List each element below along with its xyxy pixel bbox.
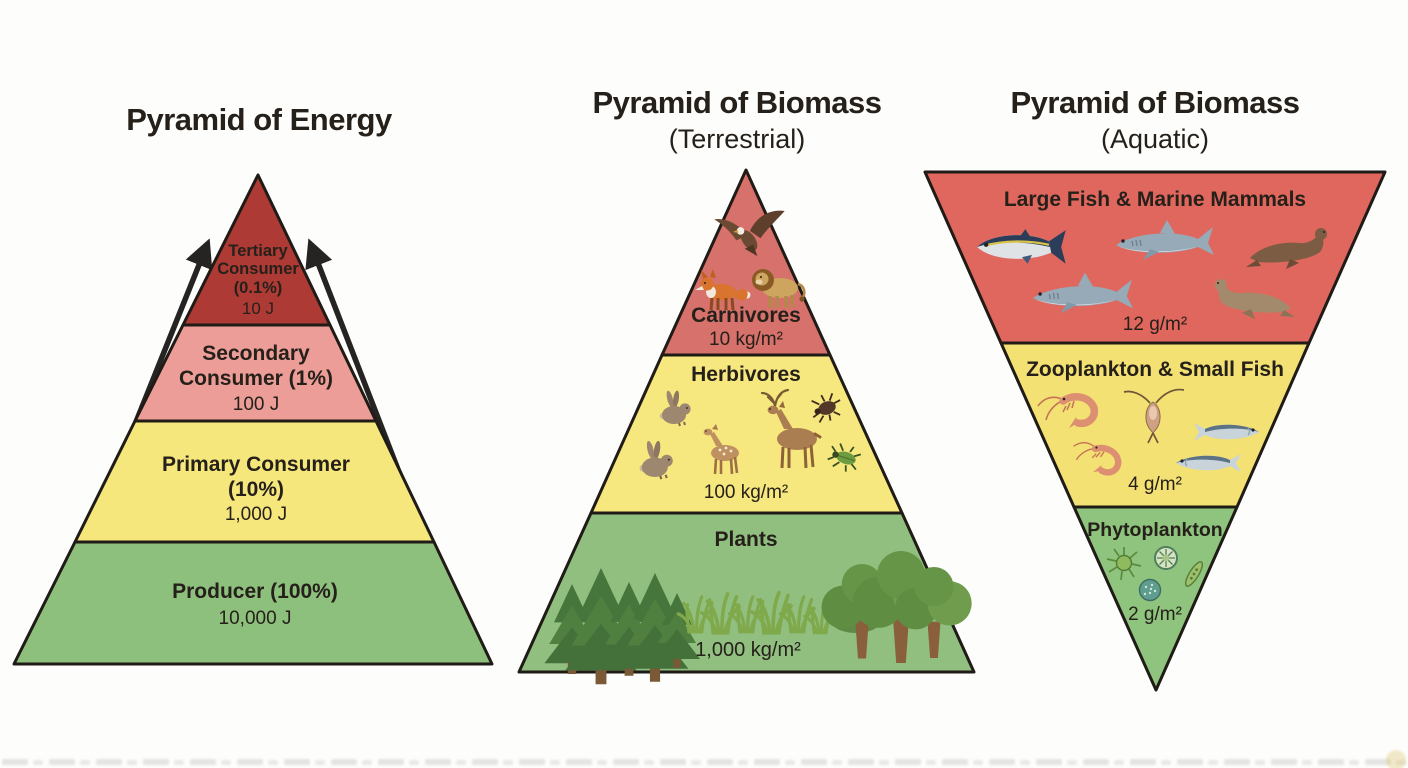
tier-value: 2 g/m² xyxy=(1128,604,1182,625)
pyramid-aquatic-title: Pyramid of Biomass xyxy=(1010,85,1299,120)
tier-value: 100 J xyxy=(233,394,279,415)
pyramid-energy-title: Pyramid of Energy xyxy=(126,102,393,137)
tier-label: Tertiary xyxy=(228,242,288,260)
tier-value: 4 g/m² xyxy=(1128,474,1182,495)
tier-label: Consumer xyxy=(217,260,299,278)
tier-value: 100 kg/m² xyxy=(704,482,788,503)
tier-label: Plants xyxy=(714,528,777,551)
tier-label: Large Fish & Marine Mammals xyxy=(1004,188,1306,211)
tier-value: 1,000 kg/m² xyxy=(695,639,801,661)
tier-tertiary-consumer-text: Tertiary Consumer (0.1%) 10 J xyxy=(217,242,299,318)
tier-carnivores xyxy=(660,168,832,357)
tier-value: 10,000 J xyxy=(219,608,292,629)
tier-value: 1,000 J xyxy=(225,504,287,525)
tier-label: Herbivores xyxy=(691,363,801,386)
tier-value: 12 g/m² xyxy=(1123,314,1187,335)
pyramid-of-biomass-aquatic: Pyramid of Biomass (Aquatic) Large Fish … xyxy=(923,85,1387,692)
edge-smudge xyxy=(1386,750,1406,768)
tier-secondary-consumer-text: Secondary Consumer (1%) 100 J xyxy=(179,342,333,415)
tier-producer-text: Producer (100%) 10,000 J xyxy=(172,580,338,629)
tier-label: Zooplankton & Small Fish xyxy=(1026,358,1284,381)
tier-producer xyxy=(12,540,494,666)
tier-primary-consumer-text: Primary Consumer (10%) 1,000 J xyxy=(162,453,350,525)
pyramid-aquatic-subtitle: (Aquatic) xyxy=(1101,124,1209,154)
tier-value: 10 kg/m² xyxy=(709,329,783,350)
pyramid-of-energy: Pyramid of Energy Tertiary Consumer (0.1… xyxy=(12,102,494,666)
pyramid-terrestrial-title: Pyramid of Biomass xyxy=(592,85,881,120)
pyramid-of-biomass-terrestrial: Pyramid of Biomass (Terrestrial) Carnivo… xyxy=(517,85,976,685)
diatom-icon xyxy=(1154,546,1178,570)
tier-label: Phytoplankton xyxy=(1087,519,1222,541)
tier-tertiary-consumer xyxy=(181,173,332,327)
colonial-algae-icon xyxy=(1138,578,1162,602)
tier-label: (10%) xyxy=(228,478,284,501)
tier-label: (0.1%) xyxy=(234,279,283,297)
tier-label: Carnivores xyxy=(691,304,801,327)
tier-label: Producer (100%) xyxy=(172,580,338,603)
cropped-text-artifact xyxy=(0,755,1408,766)
pyramid-terrestrial-subtitle: (Terrestrial) xyxy=(669,124,806,154)
tier-label: Consumer (1%) xyxy=(179,367,333,390)
tier-label: Primary Consumer xyxy=(162,453,350,476)
tier-value: 10 J xyxy=(242,299,274,318)
tier-label: Secondary xyxy=(202,342,310,365)
